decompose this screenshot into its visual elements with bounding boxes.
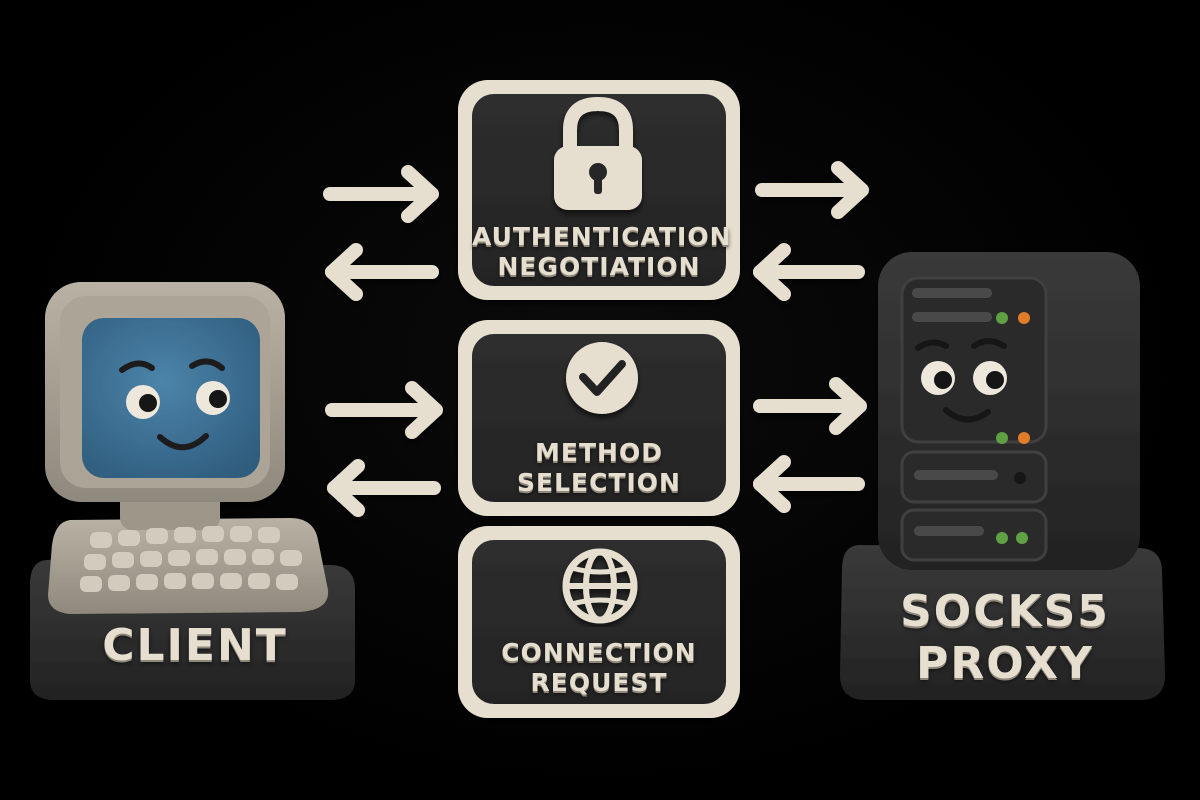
arrow-left-proxy-to-method [753,455,865,513]
proxy-label-line: SOCKS5 [900,586,1110,637]
proxy-led [1016,532,1028,544]
arrow-right-client-to-method [325,381,443,439]
proxy-led [996,432,1008,444]
proxy-label: SOCKS5 PROXY [850,586,1160,690]
proxy-server [840,252,1165,700]
step-label-line: CONNECTION [501,638,697,667]
step-label-line: NEGOTIATION [497,251,701,281]
client-screen [82,318,260,478]
arrow-right-auth-to-proxy [755,161,869,219]
arrows [323,161,869,517]
step-label-authentication: AUTHENTICATION NEGOTIATION [472,222,732,281]
step-label-line: SELECTION [517,467,681,497]
step-label-method: METHOD SELECTION [472,438,726,497]
proxy-face [915,338,1007,423]
step-label-connection: CONNECTION REQUEST [472,638,726,697]
lock-icon [554,96,642,210]
step-label-line: AUTHENTICATION [472,222,732,251]
step-panel-method [458,320,740,516]
globe-icon [562,548,638,624]
arrow-left-proxy-to-auth [753,243,865,301]
proxy-label-line: PROXY [916,637,1094,689]
proxy-pedestal [840,545,1165,700]
arrow-left-method-to-client [327,459,441,517]
arrow-right-method-to-proxy [753,377,867,435]
step-label-line: REQUEST [530,667,668,697]
checkmark-icon [566,342,638,414]
client-face [119,358,230,451]
client-label: CLIENT [102,620,288,671]
client-computer [30,282,355,700]
proxy-led [1018,312,1030,324]
proxy-led [1018,432,1030,444]
arrow-left-auth-to-client [325,243,439,301]
proxy-led [996,532,1008,544]
proxy-led [996,312,1008,324]
client-keyboard-keys [80,526,302,592]
arrow-right-client-to-auth [323,165,439,223]
step-label-line: METHOD [535,438,663,467]
